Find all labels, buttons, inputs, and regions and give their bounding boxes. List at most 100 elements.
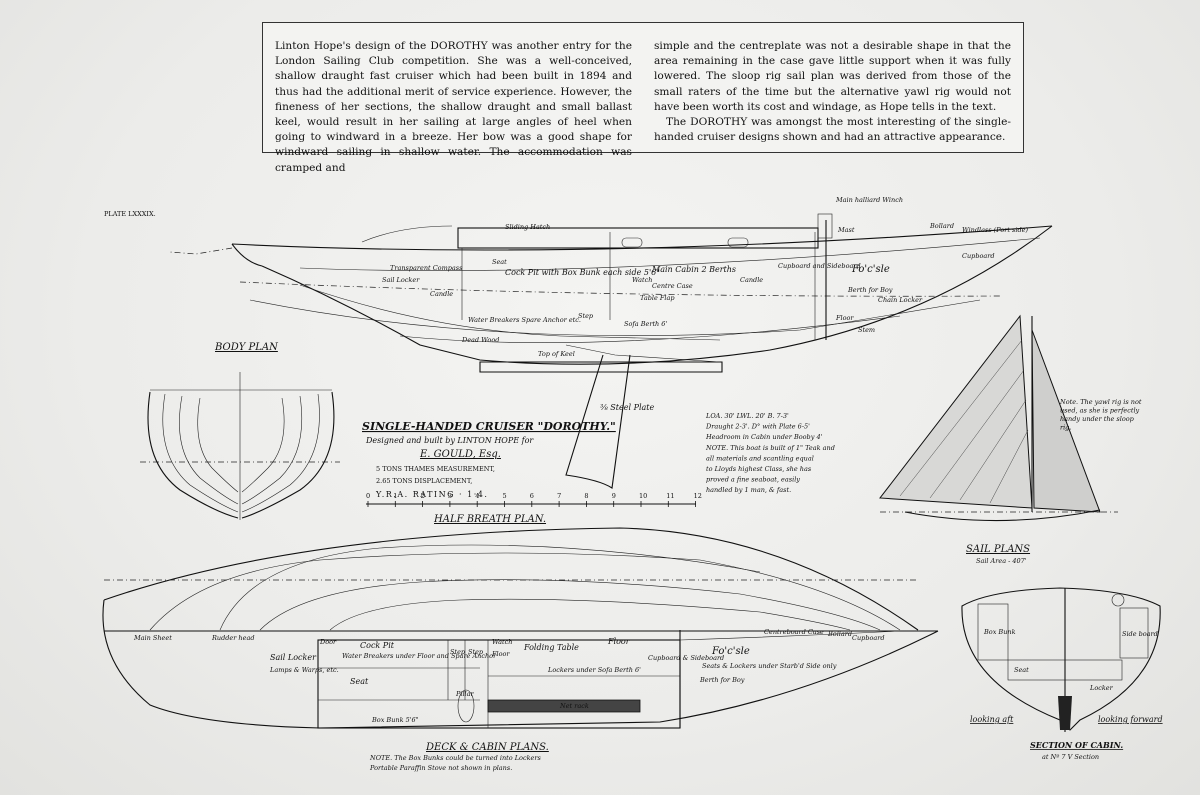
half-breath-title: HALF BREATH PLAN. — [433, 514, 546, 525]
drawing-owner: E. GOULD, Esq. — [419, 449, 501, 460]
section-porthole — [1111, 593, 1125, 607]
description-box: Linton Hope's design of the DOROTHY was … — [262, 22, 1024, 174]
scale-tick-label: 8 — [584, 492, 588, 500]
body-section-fwd-3 — [241, 395, 303, 505]
label-candle-2: Candle — [740, 276, 763, 284]
deck-floor: Floor — [491, 650, 510, 658]
deck-box-bunk: Box Bunk 5'6" — [371, 716, 419, 724]
deck-line — [299, 237, 1041, 271]
body-section-aft-3 — [179, 395, 239, 505]
half-breath-plan: HALF BREATH PLAN. — [102, 514, 939, 729]
spec-line: to Lloyds highest Class, she has — [706, 465, 812, 473]
mast-winch — [817, 213, 833, 239]
foresail — [1031, 329, 1101, 513]
deck-pillar: Pillar — [455, 690, 474, 698]
centreplate — [565, 354, 631, 489]
lwl-1 — [299, 284, 721, 341]
label-table-flap: Table Flap — [640, 294, 675, 302]
section-outline — [961, 587, 1161, 731]
deck-sail-locker: Sail Locker — [270, 653, 317, 662]
deck-cabin-plans: Sail Locker Lamps & Warps, etc. Cock Pit… — [133, 628, 901, 772]
spec-line: handled by 1 man, & fast. — [706, 486, 791, 494]
deck-door: Door — [319, 638, 337, 646]
deck-cabin-title: DECK & CABIN PLANS. — [425, 742, 549, 753]
label-watch: Watch — [632, 276, 652, 284]
load-waterline — [239, 281, 1001, 297]
label-focsle: Fo'c'sle — [851, 264, 890, 275]
label-candle-1: Candle — [430, 290, 453, 298]
deck-water-breakers: Water Breakers under Floor and Spare Anc… — [342, 652, 497, 660]
waterline-1 — [149, 552, 901, 631]
drawing-measurement: 5 TONS THAMES MEASUREMENT, — [376, 465, 495, 473]
label-mast: Mast — [837, 226, 855, 234]
scale-tick-label: 6 — [530, 492, 534, 500]
label-centre-case: Centre Case — [652, 282, 693, 290]
pillar-circle — [457, 689, 475, 723]
label-chain-locker: Chain Locker — [878, 296, 923, 304]
body-section-fwd-2 — [241, 393, 320, 513]
sail-plans-title: SAIL PLANS — [966, 544, 1030, 555]
label-compass: Transparent Compass — [390, 264, 463, 272]
section-title: SECTION OF CABIN. — [1030, 740, 1123, 750]
sail-note-line: rig. — [1060, 424, 1071, 432]
description-paragraph-3: The DOROTHY was amongst the most interes… — [654, 116, 1011, 144]
deck-cock-pit: Cock Pit — [360, 641, 395, 650]
section-floor — [1007, 659, 1123, 681]
label-cupboard-sideboard: Cupboard and Sideboard — [778, 262, 861, 270]
deck-cupboard: Cupboard — [852, 634, 885, 642]
specifications: LOA. 30' LWL. 20' B. 7-3'Draught 2-3'. D… — [705, 412, 835, 494]
deck-seat: Seat — [350, 677, 369, 686]
plate-number: PLATE LXXXIX. — [104, 210, 156, 218]
section-box-bunk — [977, 603, 1009, 661]
deck-notes: NOTE. The Box Bunks could be turned into… — [369, 754, 541, 772]
label-dead-wood: Dead Wood — [461, 336, 499, 344]
section-keel — [1058, 696, 1072, 730]
deck-centreboard-case: Centreboard Case — [764, 628, 824, 636]
deck-cupboard-sideboard: Cupboard & Sideboard — [648, 654, 724, 662]
drawing-displacement: 2.65 TONS DISPLACEMENT, — [376, 477, 472, 485]
section-looking-forward: looking forward — [1098, 715, 1163, 724]
spec-line: all materials and scantling equal — [706, 454, 814, 462]
deck-seats-lockers: Seats & Lockers under Starb'd Side only — [702, 662, 837, 670]
description-column-left: Linton Hope's design of the DOROTHY was … — [275, 39, 632, 174]
label-berth-for-boy: Berth for Boy — [847, 286, 893, 294]
deck-outline-lower — [102, 599, 939, 729]
sail-note-line: used, as she is perfectly — [1060, 407, 1140, 415]
deck-floor-2: Floor — [607, 637, 631, 646]
section-label-locker: Locker — [1089, 684, 1114, 692]
focsle-seat-line — [679, 630, 901, 641]
sail-plan: SAIL PLANS Sail Area - 407' Note. The ya… — [879, 314, 1142, 565]
label-step: Step — [578, 312, 594, 320]
deck-rudder-head: Rudder head — [211, 634, 255, 642]
description-paragraph-2: simple and the centreplate was not a des… — [654, 40, 1011, 113]
deck-step-2: Step — [468, 648, 484, 656]
deck-folding-table: Folding Table — [523, 643, 579, 652]
scale-tick-label: 3 — [448, 492, 452, 500]
description-paragraph-1: Linton Hope's design of the DOROTHY was … — [275, 40, 632, 174]
label-seat: Seat — [492, 258, 507, 266]
body-section-fwd-4 — [241, 397, 285, 493]
deck-lamps: Lamps & Warps, etc. — [269, 666, 339, 674]
ballast-keel — [479, 361, 723, 373]
body-section-fwd-1 — [241, 391, 335, 519]
deck-net-rack: Net rack — [559, 702, 589, 710]
mainsail-seams — [899, 339, 1029, 504]
deck-berth-for-boy: Berth for Boy — [699, 676, 745, 684]
deck-note-line: Portable Paraffin Stove not shown in pla… — [369, 764, 512, 772]
drawing-designer: Designed and built by LINTON HOPE for — [365, 436, 534, 445]
mainsail — [879, 314, 1033, 509]
scale-tick-label: 4 — [475, 492, 479, 500]
title-block: SINGLE-HANDED CRUISER "DOROTHY." Designe… — [362, 420, 702, 507]
lwl-2 — [249, 299, 981, 337]
half-breath-outline — [103, 527, 919, 631]
section-label-box-bunk: Box Bunk — [983, 628, 1016, 636]
deck-step-1: Step — [450, 648, 466, 656]
label-sail-locker: Sail Locker — [382, 276, 420, 284]
profile-plan: Sliding Hatch Main Cabin 2 Berths Cock P… — [169, 196, 1053, 489]
label-bollard: Bollard — [929, 222, 954, 230]
sail-note-line: handy under the sloop — [1060, 415, 1135, 423]
